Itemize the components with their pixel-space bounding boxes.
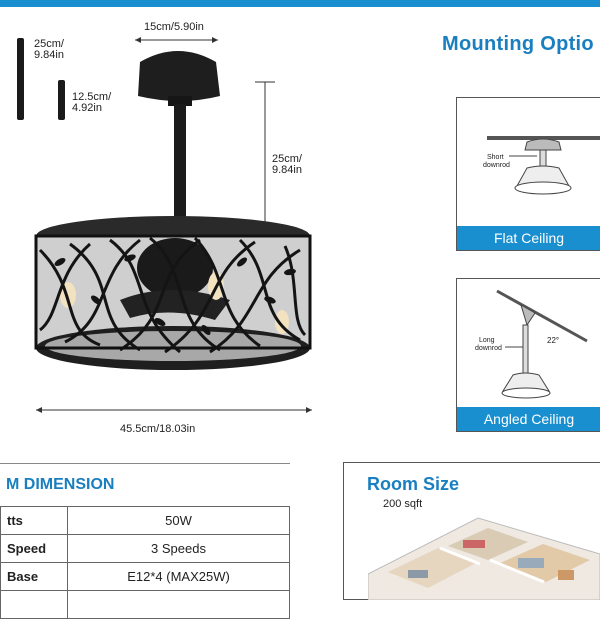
angled-note-1: Long: [479, 337, 495, 344]
rod-long-label-2: 9.84in: [34, 49, 64, 61]
spec-key: Base: [0, 562, 68, 591]
spec-table: tts 50W Speed 3 Speeds Base E12*4 (MAX25…: [0, 506, 290, 619]
angle-label: 22°: [547, 336, 560, 345]
spec-value: 50W: [67, 506, 290, 535]
drop-height-label-1: 25cm/: [272, 153, 302, 165]
spec-value: [67, 590, 290, 619]
spec-key: [0, 590, 68, 619]
rod-short-label-2: 4.92in: [72, 102, 102, 114]
spec-value: 3 Speeds: [67, 534, 290, 563]
spec-key: Speed: [0, 534, 68, 563]
table-row: Speed 3 Speeds: [0, 534, 290, 563]
spec-value: E12*4 (MAX25W): [67, 562, 290, 591]
downrod: [174, 104, 186, 226]
top-accent-bar: [0, 0, 600, 7]
angled-note-2: downrod: [475, 345, 502, 352]
room-size-title: Room Size: [367, 474, 460, 494]
downrod-long: [17, 38, 24, 120]
downrod-short: [58, 80, 65, 120]
table-row: tts 50W: [0, 506, 290, 535]
rod-short-label-1: 12.5cm/: [72, 91, 112, 103]
flat-ceiling-caption: Flat Ceiling: [457, 226, 600, 250]
canopy-width-label: 15cm/5.90in: [144, 21, 204, 33]
flat-ceiling-diagram: [487, 136, 600, 195]
flat-note-1: Short: [487, 154, 504, 161]
spec-title: M DIMENSION: [6, 476, 115, 493]
drop-height-label-2: 9.84in: [272, 164, 302, 176]
mounting-options-title: Mounting Optio: [442, 33, 594, 55]
room-size-area: 200 sqft: [383, 498, 423, 510]
room-floorplan-illustration: [368, 517, 600, 600]
table-row: Base E12*4 (MAX25W): [0, 562, 290, 591]
fan-width-label: 45.5cm/18.03in: [120, 423, 196, 435]
fan-cage: [34, 216, 312, 370]
flat-note-2: downrod: [483, 162, 510, 169]
angled-ceiling-card: Long downrod 22° Angled Ceiling: [456, 278, 600, 432]
angled-ceiling-caption: Angled Ceiling: [457, 407, 600, 431]
canopy: [138, 51, 220, 101]
angled-ceiling-diagram: [496, 289, 588, 399]
spec-key: tts: [0, 506, 68, 535]
table-row: [0, 590, 290, 619]
spec-panel: [0, 463, 290, 601]
ceiling-fan-illustration: [17, 37, 312, 413]
flat-ceiling-card: Short downrod Flat Ceiling: [456, 97, 600, 251]
rod-long-label-1: 25cm/: [34, 38, 64, 50]
